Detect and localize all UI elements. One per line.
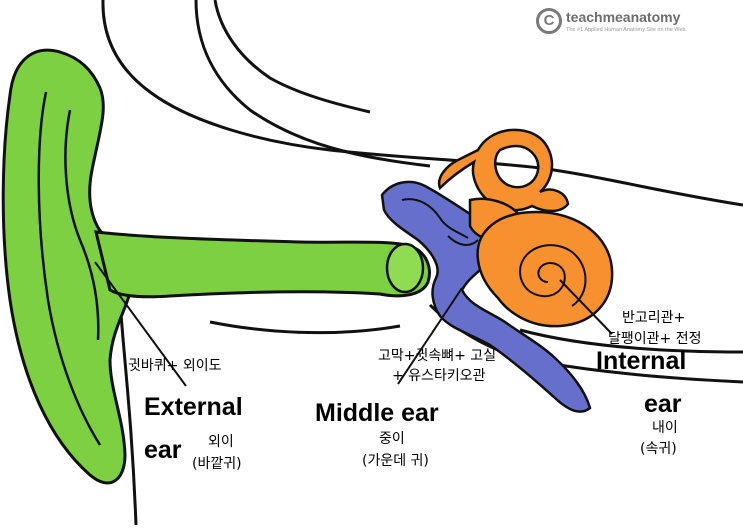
canal-end bbox=[385, 242, 425, 294]
external-ear-title: External bbox=[144, 393, 243, 421]
middle-ear-korean: 중이 bbox=[379, 431, 405, 447]
cochlea-spiral bbox=[519, 244, 587, 307]
internal-ear-parts-label-line2: 달팽이관+ 전정 bbox=[608, 331, 702, 347]
external-ear-korean: 외이 bbox=[208, 434, 234, 450]
internal-ear-korean-alt: (속귀) bbox=[640, 441, 677, 457]
external-pointer bbox=[94, 261, 187, 387]
internal-ear-korean: 내이 bbox=[652, 420, 678, 436]
semicircular-canals bbox=[437, 128, 570, 213]
internal-ear-title: Internal bbox=[596, 347, 687, 375]
external-ear-parts-label: 귓바퀴+ 외이도 bbox=[128, 358, 222, 374]
watermark-tagline: The #1 Applied Human Anatomy Site on the… bbox=[566, 27, 687, 33]
external-ear-korean-alt: (바깥귀) bbox=[192, 456, 242, 472]
external-auditory-canal bbox=[94, 230, 431, 299]
watermark-brand: teachmeanatomy bbox=[566, 9, 681, 25]
copyright-logo-icon: C bbox=[536, 8, 562, 34]
middle-ear-korean-alt: (가운데 귀) bbox=[362, 453, 429, 469]
cochlea bbox=[476, 210, 614, 328]
ossicles-outline bbox=[401, 198, 479, 246]
internal-ear-parts-label: 반고리관+ bbox=[622, 310, 686, 326]
external-ear-title-line2: ear bbox=[144, 436, 182, 464]
middle-ear-parts-label-line2: + 유스타키오관 bbox=[392, 368, 486, 384]
pinna-helix-line bbox=[37, 91, 102, 446]
pointer-lines bbox=[94, 261, 613, 387]
pinna-antihelix-line bbox=[64, 109, 100, 341]
internal-ear bbox=[437, 128, 614, 328]
external-ear-pinna bbox=[1, 48, 133, 485]
internal-ear-title-line2: ear bbox=[644, 390, 682, 418]
internal-pointer bbox=[559, 279, 613, 335]
middle-ear-title: Middle ear bbox=[315, 399, 439, 427]
middle-pointer bbox=[397, 287, 463, 385]
middle-ear-parts-label: 고막+귓속뼈+ 고실 bbox=[378, 348, 497, 364]
